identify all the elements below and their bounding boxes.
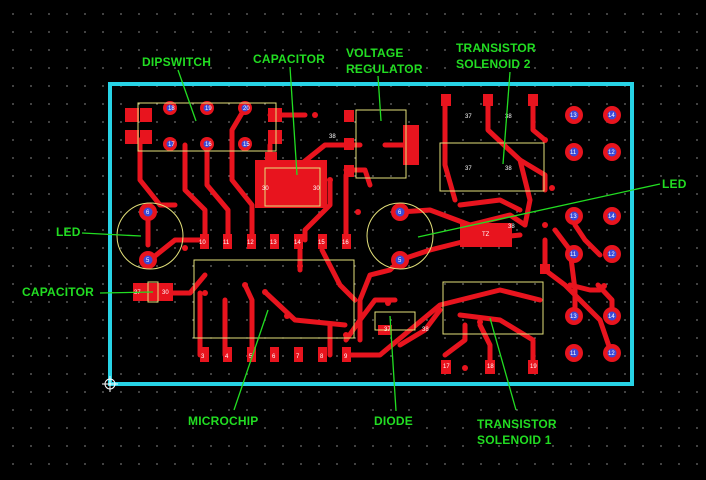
svg-text:19: 19 [530, 364, 537, 370]
svg-text:37: 37 [384, 327, 391, 333]
label-capacitor-top: CAPACITOR [253, 52, 326, 66]
svg-text:6: 6 [398, 210, 402, 216]
svg-text:15: 15 [318, 240, 325, 246]
svg-text:11: 11 [570, 150, 577, 156]
svg-text:37: 37 [465, 114, 472, 120]
svg-text:30: 30 [162, 290, 169, 296]
svg-text:30: 30 [313, 186, 320, 192]
svg-text:38: 38 [329, 134, 336, 140]
svg-text:11: 11 [223, 240, 230, 246]
svg-text:15: 15 [243, 142, 250, 148]
label-voltage-regulator-line1: VOLTAGE [346, 46, 404, 60]
label-transistor-solenoid2-line2: SOLENOID 2 [456, 57, 531, 71]
svg-text:14: 14 [294, 240, 301, 246]
svg-text:19: 19 [205, 106, 212, 112]
label-diode: DIODE [374, 414, 414, 428]
svg-text:12: 12 [608, 351, 615, 357]
svg-text:10: 10 [199, 240, 206, 246]
svg-text:13: 13 [570, 113, 577, 119]
svg-text:16: 16 [342, 240, 349, 246]
svg-text:17: 17 [168, 142, 175, 148]
svg-text:14: 14 [608, 314, 615, 320]
copper-traces [137, 95, 615, 371]
through-hole-pads [139, 101, 621, 362]
svg-text:38: 38 [422, 327, 429, 333]
svg-text:17: 17 [443, 364, 450, 370]
svg-text:18: 18 [168, 106, 175, 112]
label-transistor-solenoid1-line2: SOLENOID 1 [477, 433, 552, 447]
svg-text:5: 5 [146, 258, 150, 264]
svg-text:7: 7 [296, 354, 300, 360]
svg-text:38: 38 [505, 114, 512, 120]
svg-text:9: 9 [344, 354, 348, 360]
svg-text:12: 12 [608, 150, 615, 156]
leader-lines [81, 66, 661, 412]
svg-text:12: 12 [247, 240, 254, 246]
origin-marker [102, 376, 118, 392]
svg-text:8: 8 [320, 354, 324, 360]
label-capacitor-left: CAPACITOR [22, 285, 95, 299]
svg-text:5: 5 [249, 354, 253, 360]
svg-text:14: 14 [608, 113, 615, 119]
svg-text:13: 13 [270, 240, 277, 246]
svg-text:13: 13 [570, 314, 577, 320]
svg-text:16: 16 [205, 142, 212, 148]
svg-text:4: 4 [225, 354, 229, 360]
silkscreen-outlines [116, 102, 545, 339]
svg-text:12: 12 [608, 252, 615, 258]
label-voltage-regulator-line2: REGULATOR [346, 62, 423, 76]
svg-text:30: 30 [262, 186, 269, 192]
label-transistor-solenoid1-line1: TRANSISTOR [477, 417, 557, 431]
copper-pads [125, 94, 607, 374]
svg-text:3: 3 [201, 354, 205, 360]
svg-text:11: 11 [570, 351, 577, 357]
svg-text:14: 14 [608, 214, 615, 220]
svg-text:13: 13 [570, 214, 577, 220]
label-led-right: LED [662, 177, 687, 191]
board-outline [108, 82, 634, 386]
svg-text:6: 6 [146, 210, 150, 216]
svg-text:38: 38 [508, 224, 515, 230]
svg-text:37: 37 [465, 166, 472, 172]
label-dipswitch: DIPSWITCH [142, 55, 212, 69]
svg-text:38: 38 [505, 166, 512, 172]
svg-text:37: 37 [134, 290, 141, 296]
svg-text:5: 5 [398, 258, 402, 264]
svg-text:18: 18 [487, 364, 494, 370]
svg-text:6: 6 [272, 354, 276, 360]
svg-text:11: 11 [570, 252, 577, 258]
svg-text:TZ: TZ [482, 232, 490, 238]
svg-text:20: 20 [243, 106, 250, 112]
label-microchip: MICROCHIP [188, 414, 259, 428]
label-led-left: LED [56, 225, 81, 239]
label-transistor-solenoid2-line1: TRANSISTOR [456, 41, 536, 55]
